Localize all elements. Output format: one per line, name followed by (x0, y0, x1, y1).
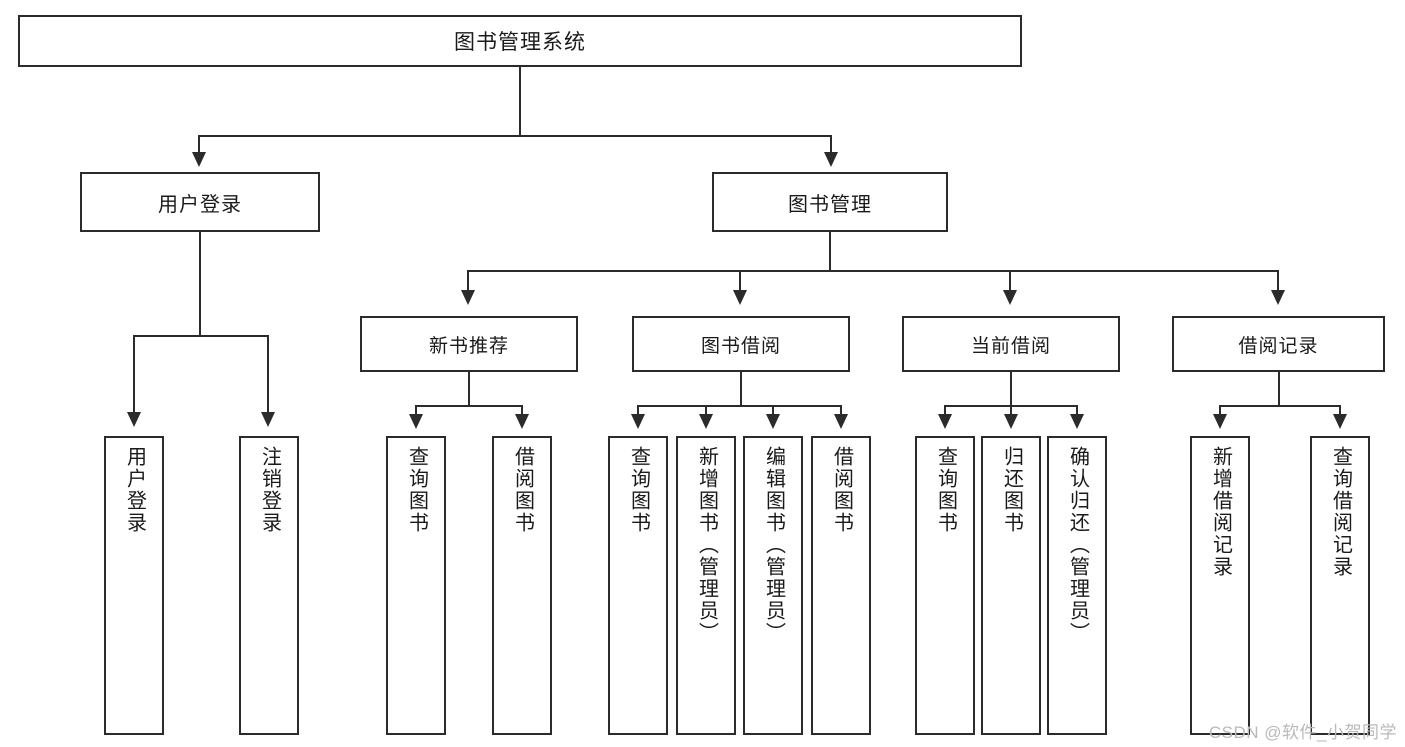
leaf-label: 注销登录 (258, 446, 281, 534)
leaf-label: 查询借阅记录 (1329, 446, 1352, 578)
leaf-bb-borrow-book[interactable]: 借阅图书 (811, 436, 871, 735)
arrowhead-br-add-record (1213, 414, 1227, 429)
arrowhead-new-book-recommend (461, 290, 475, 305)
connector-bm-to-current-borrow (1009, 270, 1011, 292)
connector-user-login-stem (199, 232, 201, 335)
connector-book-borrow-bar (637, 405, 842, 407)
arrowhead-bb-borrow-book (834, 414, 848, 429)
arrowhead-leaf-user-login (127, 412, 141, 427)
arrowhead-br-query-record (1333, 414, 1347, 429)
leaf-label: 编辑图书（管理员） (762, 446, 785, 644)
node-label: 借阅记录 (1238, 335, 1319, 357)
arrowhead-bb-query-book (631, 414, 645, 429)
leaf-bb-edit-book[interactable]: 编辑图书（管理员） (743, 436, 803, 735)
connector-root-bar (198, 135, 832, 137)
arrowhead-leaf-logout (261, 412, 275, 427)
leaf-label: 新增图书（管理员） (695, 446, 718, 644)
connector-cb-leaf-1 (944, 405, 946, 417)
node-label: 图书管理系统 (454, 31, 586, 54)
node-current-borrow[interactable]: 当前借阅 (902, 316, 1120, 372)
node-book-management[interactable]: 图书管理 (712, 172, 948, 232)
connector-bb-leaf-1 (637, 405, 639, 417)
connector-user-login-leaf-1 (133, 335, 135, 415)
leaf-logout[interactable]: 注销登录 (239, 436, 299, 735)
connector-borrow-record-stem (1278, 372, 1280, 405)
connector-cb-leaf-3 (1076, 405, 1078, 417)
arrowhead-bb-edit-book (766, 414, 780, 429)
node-label: 新书推荐 (428, 335, 509, 357)
connector-bm-to-new-book (467, 270, 469, 292)
leaf-bb-query-book[interactable]: 查询图书 (608, 436, 668, 735)
leaf-br-add-record[interactable]: 新增借阅记录 (1190, 436, 1250, 735)
node-book-management-system[interactable]: 图书管理系统 (18, 15, 1022, 67)
node-user-login[interactable]: 用户登录 (80, 172, 320, 232)
node-label: 图书借阅 (700, 335, 781, 357)
connector-user-login-leaf-2 (267, 335, 269, 415)
arrowhead-book-management (824, 152, 838, 167)
leaf-label: 借阅图书 (511, 446, 534, 534)
leaf-user-login[interactable]: 用户登录 (104, 436, 164, 735)
node-label: 用户登录 (158, 193, 242, 216)
leaf-cb-confirm-return[interactable]: 确认归还（管理员） (1047, 436, 1107, 735)
connector-br-leaf-1 (1219, 405, 1221, 417)
leaf-label: 用户登录 (123, 446, 146, 534)
arrowhead-cb-confirm-return (1070, 414, 1084, 429)
leaf-cb-return-book[interactable]: 归还图书 (981, 436, 1041, 735)
connector-book-borrow-stem (740, 372, 742, 405)
arrowhead-current-borrow (1003, 290, 1017, 305)
arrowhead-borrow-record (1271, 290, 1285, 305)
connector-bm-to-borrow-record (1277, 270, 1279, 292)
connector-root-stem (519, 67, 521, 135)
arrowhead-cb-query-book (938, 414, 952, 429)
connector-new-book-leaf-2 (521, 405, 523, 417)
connector-cb-leaf-2 (1010, 405, 1012, 417)
connector-root-to-book-management (830, 135, 832, 155)
connector-book-management-stem (829, 232, 831, 270)
node-label: 当前借阅 (970, 335, 1051, 357)
leaf-label: 借阅图书 (830, 446, 853, 534)
connector-bb-leaf-4 (840, 405, 842, 417)
leaf-br-query-record[interactable]: 查询借阅记录 (1310, 436, 1370, 735)
arrowhead-nb-query-book (409, 414, 423, 429)
connector-book-management-bar (467, 270, 1277, 272)
connector-bb-leaf-3 (772, 405, 774, 417)
node-new-book-recommend[interactable]: 新书推荐 (360, 316, 578, 372)
leaf-nb-borrow-book[interactable]: 借阅图书 (492, 436, 552, 735)
watermark: CSDN @软件_小贺同学 (1208, 723, 1397, 742)
leaf-nb-query-book[interactable]: 查询图书 (386, 436, 446, 735)
node-borrow-record[interactable]: 借阅记录 (1172, 316, 1385, 372)
connector-borrow-record-bar (1219, 405, 1341, 407)
arrowhead-bb-add-book (699, 414, 713, 429)
leaf-label: 新增借阅记录 (1209, 446, 1232, 578)
arrowhead-user-login (192, 152, 206, 167)
connector-user-login-bar (133, 335, 268, 337)
connector-bm-to-book-borrow (739, 270, 741, 292)
arrowhead-cb-return-book (1004, 414, 1018, 429)
node-label: 图书管理 (788, 193, 872, 216)
leaf-label: 确认归还（管理员） (1066, 446, 1089, 644)
leaf-label: 查询图书 (405, 446, 428, 534)
leaf-label: 归还图书 (1000, 446, 1023, 534)
connector-new-book-stem (468, 372, 470, 405)
connector-current-borrow-stem (1010, 372, 1012, 405)
connector-root-to-user-login (198, 135, 200, 155)
leaf-cb-query-book[interactable]: 查询图书 (915, 436, 975, 735)
leaf-label: 查询图书 (934, 446, 957, 534)
node-book-borrow[interactable]: 图书借阅 (632, 316, 850, 372)
connector-bb-leaf-2 (705, 405, 707, 417)
connector-br-leaf-2 (1339, 405, 1341, 417)
arrowhead-nb-borrow-book (515, 414, 529, 429)
connector-new-book-leaf-1 (415, 405, 417, 417)
arrowhead-book-borrow (733, 290, 747, 305)
leaf-bb-add-book[interactable]: 新增图书（管理员） (676, 436, 736, 735)
leaf-label: 查询图书 (627, 446, 650, 534)
connector-new-book-bar (415, 405, 523, 407)
